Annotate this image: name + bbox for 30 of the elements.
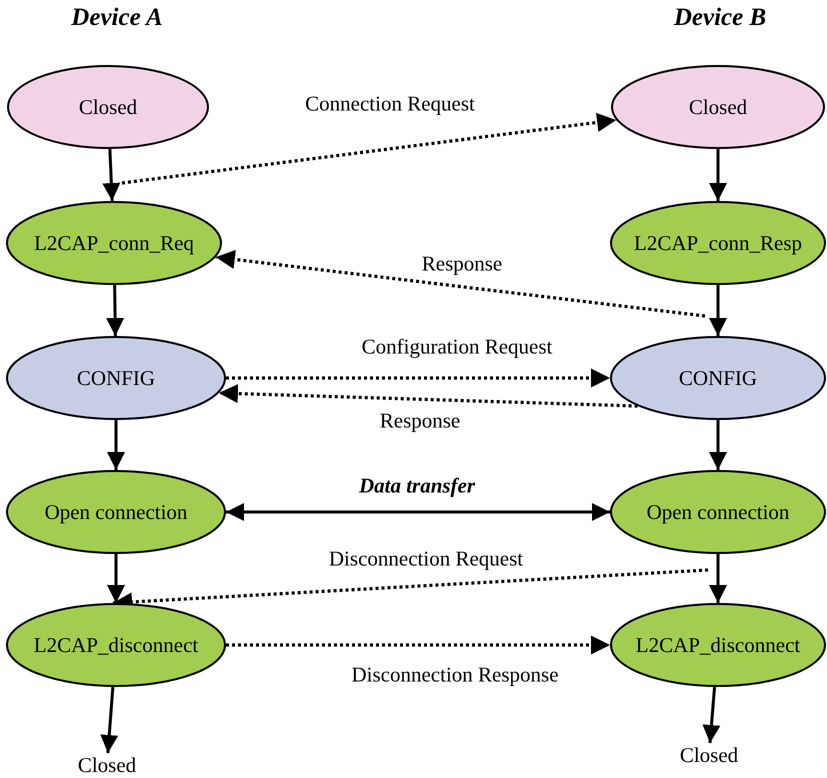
state-label: Closed: [680, 742, 738, 768]
arrow: [709, 554, 727, 603]
state-label: Closed: [688, 94, 748, 120]
arrow: [709, 420, 727, 470]
arrow: [102, 148, 120, 202]
state-label: CONFIG: [76, 366, 156, 390]
arrow: [709, 285, 727, 336]
state-label: Open connection: [646, 500, 790, 524]
arrow: [107, 554, 125, 603]
arrow: [226, 503, 610, 521]
arrow: [702, 686, 720, 744]
state-label: Open connection: [44, 500, 188, 524]
state-label: L2CAP_conn_Resp: [634, 230, 802, 256]
arrow: [709, 149, 727, 201]
state-label: L2CAP_disconnect: [636, 632, 800, 658]
state-label: L2CAP_conn_Req: [34, 230, 194, 256]
state-label: L2CAP_disconnect: [34, 632, 198, 658]
dotted-arrow: [226, 635, 610, 655]
dotted-arrow: [226, 368, 610, 388]
arrow: [100, 686, 118, 754]
dotted-arrow: [216, 250, 706, 318]
column-heading: Device B: [674, 4, 766, 32]
dotted-arrow: [218, 384, 638, 408]
arrow: [106, 284, 124, 336]
column-heading: Device A: [71, 4, 163, 32]
arrow: [107, 420, 125, 470]
state-label: Closed: [78, 94, 138, 120]
dotted-arrow: [122, 112, 616, 185]
state-label: CONFIG: [678, 366, 758, 390]
state-label: Closed: [78, 752, 136, 778]
